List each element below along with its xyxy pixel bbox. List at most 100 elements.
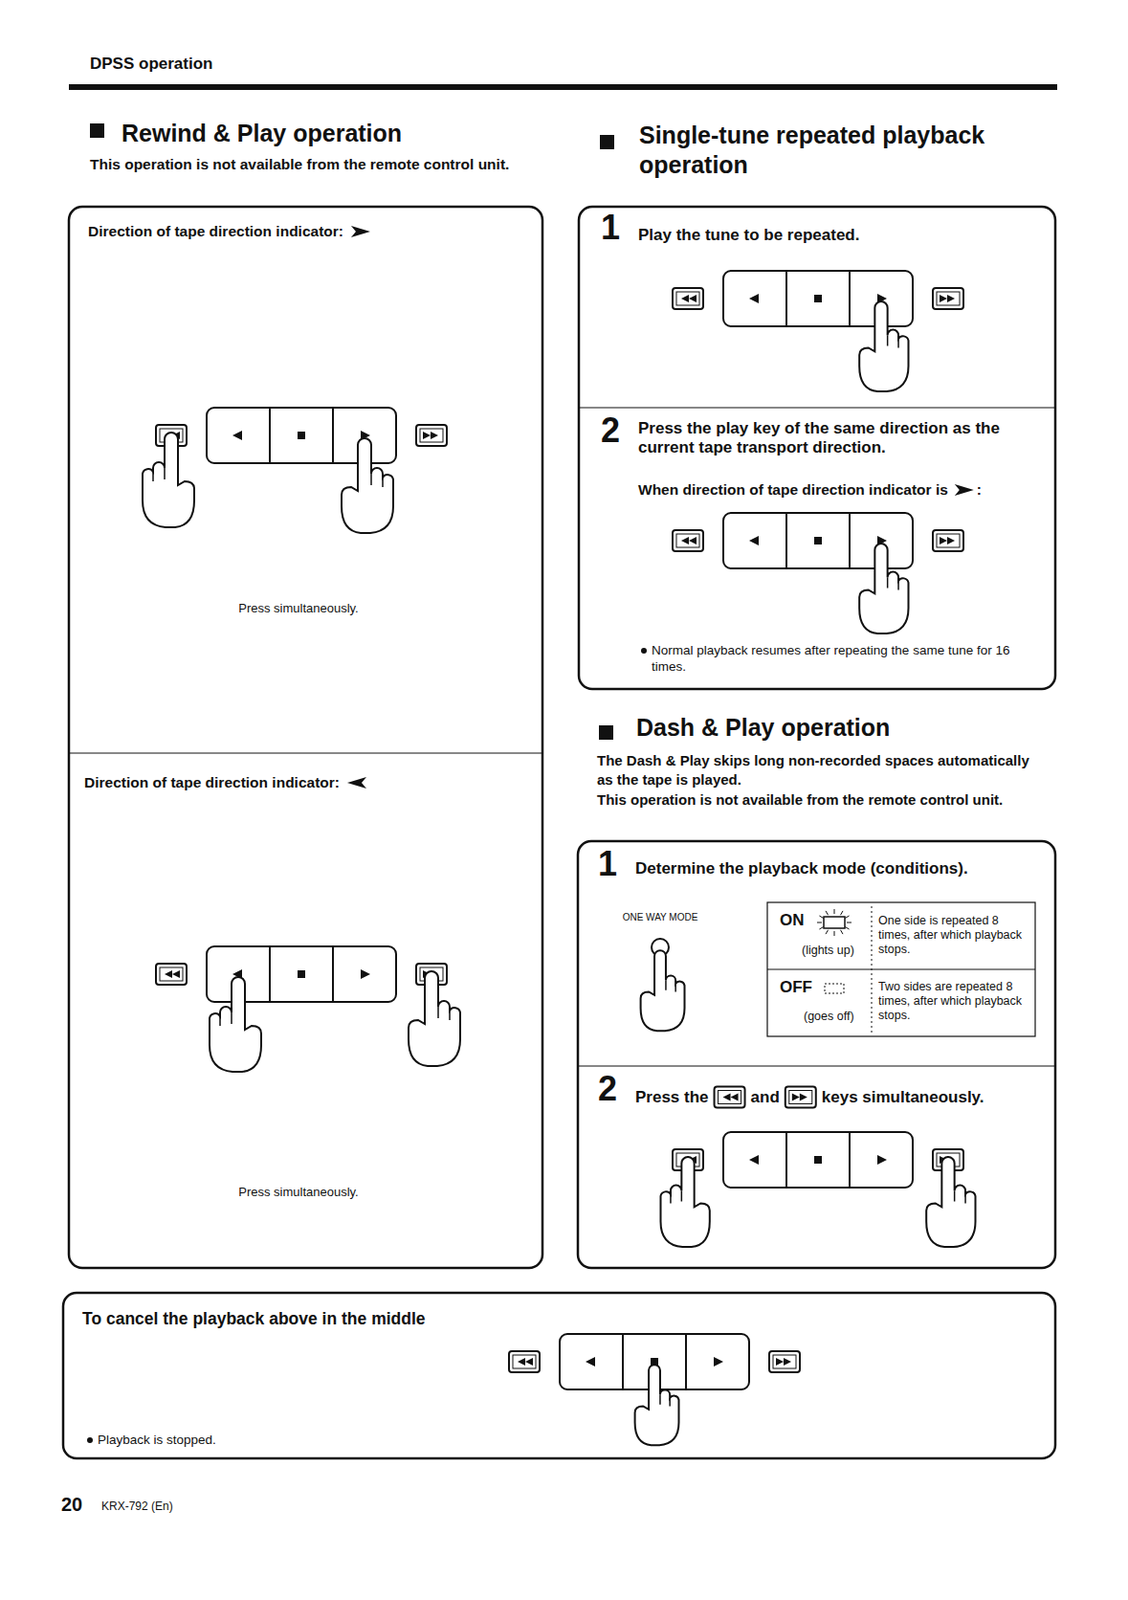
key-symbol — [730, 1093, 739, 1102]
hand-icon — [926, 1156, 975, 1247]
key-inner — [512, 1354, 536, 1369]
indicator-caption: Direction of tape direction indicator: — [84, 773, 340, 793]
key-outline — [932, 530, 964, 552]
hand-outline — [641, 950, 686, 1031]
hand-icon — [408, 971, 461, 1066]
hand-icon — [142, 432, 195, 528]
key-block — [723, 1131, 913, 1188]
table-cell: (goes off) — [803, 1009, 855, 1024]
key-outline — [714, 1086, 746, 1108]
light-ray — [844, 927, 849, 930]
table-outline — [767, 902, 1036, 1037]
key-divider — [268, 407, 271, 464]
step-text: Determine the playback mode (conditions)… — [635, 858, 969, 879]
finger-line — [670, 1190, 682, 1203]
mode-button — [641, 938, 686, 1031]
note-box: To cancel the playback above in the midd… — [63, 1292, 1056, 1459]
key-symbol — [939, 536, 948, 545]
key-symbol — [525, 1357, 533, 1366]
divider-line — [68, 752, 543, 754]
rewind-key — [672, 287, 704, 310]
heading-bullet — [598, 725, 614, 740]
play-symbol — [360, 969, 371, 979]
transport-keys — [672, 270, 964, 392]
key-outline — [785, 1086, 817, 1108]
key-divider — [685, 1333, 687, 1390]
key-divider — [785, 512, 788, 569]
key-outline — [672, 287, 704, 310]
key-symbol — [172, 970, 180, 978]
key-symbol — [517, 1357, 526, 1366]
step-number: 2 — [597, 1069, 618, 1108]
key-outline — [672, 530, 704, 552]
inline-key — [714, 1086, 746, 1108]
rewind-key — [672, 530, 704, 552]
rewind-key — [508, 1350, 540, 1372]
stop-symbol — [297, 970, 306, 978]
play-symbol — [713, 1356, 724, 1367]
finger-line — [438, 1006, 450, 1020]
key-symbol — [681, 536, 689, 545]
key-divider — [621, 1333, 624, 1390]
reverse-play-symbol — [749, 535, 759, 546]
hand-outline — [859, 301, 908, 392]
key-outline — [769, 1350, 800, 1372]
key-divider — [848, 512, 851, 569]
step-text: Play the tune to be repeated. — [638, 224, 860, 245]
section-note: The Dash & Play skips long non-recorded … — [597, 751, 1047, 790]
direction-indicator — [347, 776, 367, 789]
table-rule — [767, 968, 1036, 970]
hand-outline — [859, 543, 908, 634]
table-row: ON(lights up)One side is repeated 8 time… — [767, 902, 1036, 970]
table-rule — [871, 906, 873, 1033]
section-panel: ON(lights up)One side is repeated 8 time… — [577, 709, 1056, 1268]
light-ray — [834, 930, 836, 936]
transport-keys — [672, 512, 964, 634]
step-number: 1 — [600, 208, 620, 247]
indicator-lamp — [823, 916, 845, 929]
reverse-play-symbol — [232, 430, 243, 441]
key-inner — [789, 1090, 813, 1105]
key-divider — [785, 270, 788, 327]
section-note: This operation is not available from the… — [597, 790, 1047, 810]
light-ray — [817, 922, 822, 924]
finger-line — [220, 1012, 232, 1026]
model-code: KRX-792 (En) — [101, 1499, 174, 1513]
key-symbol — [422, 431, 431, 440]
hand-icon — [635, 1364, 680, 1445]
figure-caption: Press simultaneously. — [202, 600, 395, 617]
table-cell: Two sides are repeated 8 times, after wh… — [878, 979, 1032, 1023]
finger-line — [660, 1394, 670, 1407]
transport-keys — [142, 407, 447, 533]
key-inner — [676, 533, 700, 548]
hand-outline — [635, 1364, 680, 1445]
key-symbol — [164, 970, 173, 978]
page-number: 20 — [61, 1492, 83, 1516]
step-box: 2Press the play key of the same directio… — [578, 407, 1056, 689]
finger-line — [887, 576, 899, 590]
light-ray — [834, 908, 836, 914]
table-cell: ON — [779, 910, 805, 930]
table-row: OFF(goes off)Two sides are repeated 8 ti… — [767, 969, 1036, 1037]
section-heading: Dash & Play operation — [636, 712, 890, 742]
fast-forward-key — [932, 287, 964, 310]
inline-key — [785, 1086, 817, 1108]
light-ray — [840, 910, 844, 915]
indicator-caption: : — [976, 480, 982, 500]
finger-line — [887, 334, 899, 348]
figure-caption: Press simultaneously. — [202, 1184, 395, 1200]
light-ray — [825, 910, 829, 915]
key-outline — [932, 287, 964, 310]
bullet-note: Playback is stopped. — [97, 1431, 217, 1448]
key-outline — [155, 963, 187, 985]
section-heading: Single-tune repeated playback operation — [639, 120, 1051, 180]
key-symbol — [688, 536, 697, 545]
stop-symbol — [814, 536, 822, 545]
finger-line — [153, 467, 165, 482]
panel-outline — [578, 206, 1056, 689]
key-symbol — [775, 1357, 784, 1366]
key-inner — [676, 291, 700, 306]
panel-outline — [68, 206, 543, 1268]
direction-indicator — [954, 484, 974, 496]
